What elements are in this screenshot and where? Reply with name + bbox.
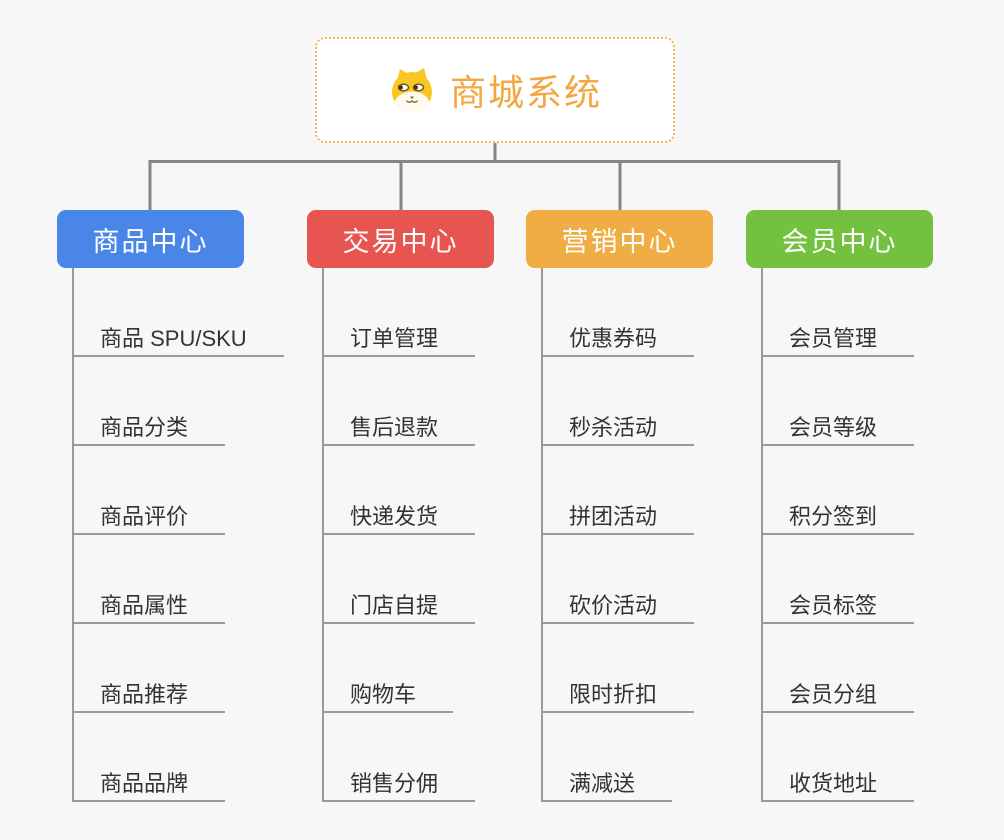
branch-node-trade-center[interactable]: 交易中心	[307, 210, 494, 268]
leaf-item[interactable]: 快递发货	[324, 500, 476, 535]
dog-face-icon	[391, 68, 432, 112]
leaf-item[interactable]: 商品分类	[74, 411, 226, 446]
leaf-item[interactable]: 订单管理	[324, 322, 476, 357]
leaf-item[interactable]: 会员标签	[763, 589, 915, 624]
leaf-item[interactable]: 商品评价	[74, 500, 226, 535]
leaf-item[interactable]: 满减送	[543, 767, 673, 802]
leaf-column-marketing-center: 优惠券码 秒杀活动 拼团活动 砍价活动 限时折扣 满减送	[541, 268, 695, 802]
leaf-item[interactable]: 拼团活动	[543, 500, 695, 535]
leaf-item[interactable]: 售后退款	[324, 411, 476, 446]
branch-node-marketing-center[interactable]: 营销中心	[526, 210, 713, 268]
root-node[interactable]: 商城系统	[315, 37, 675, 143]
branch-node-product-center[interactable]: 商品中心	[57, 210, 244, 268]
leaf-column-trade-center: 订单管理 售后退款 快递发货 门店自提 购物车 销售分佣	[322, 268, 476, 802]
leaf-item[interactable]: 商品属性	[74, 589, 226, 624]
leaf-item[interactable]: 会员等级	[763, 411, 915, 446]
leaf-column-product-center: 商品 SPU/SKU 商品分类 商品评价 商品属性 商品推荐 商品品牌	[72, 268, 284, 802]
leaf-item[interactable]: 商品推荐	[74, 678, 226, 713]
leaf-item[interactable]: 销售分佣	[324, 767, 476, 802]
leaf-item[interactable]: 门店自提	[324, 589, 476, 624]
leaf-item[interactable]: 商品品牌	[74, 767, 226, 802]
leaf-item[interactable]: 会员管理	[763, 322, 915, 357]
leaf-item[interactable]: 商品 SPU/SKU	[74, 322, 284, 357]
leaf-item[interactable]: 优惠券码	[543, 322, 695, 357]
leaf-item[interactable]: 限时折扣	[543, 678, 695, 713]
leaf-item[interactable]: 会员分组	[763, 678, 915, 713]
root-title: 商城系统	[449, 72, 602, 113]
leaf-item[interactable]: 购物车	[324, 678, 454, 713]
leaf-item[interactable]: 积分签到	[763, 500, 915, 535]
leaf-item[interactable]: 砍价活动	[543, 589, 695, 624]
leaf-column-member-center: 会员管理 会员等级 积分签到 会员标签 会员分组 收货地址	[761, 268, 915, 802]
leaf-item[interactable]: 收货地址	[763, 767, 915, 802]
branch-node-member-center[interactable]: 会员中心	[746, 210, 933, 268]
leaf-item[interactable]: 秒杀活动	[543, 411, 695, 446]
